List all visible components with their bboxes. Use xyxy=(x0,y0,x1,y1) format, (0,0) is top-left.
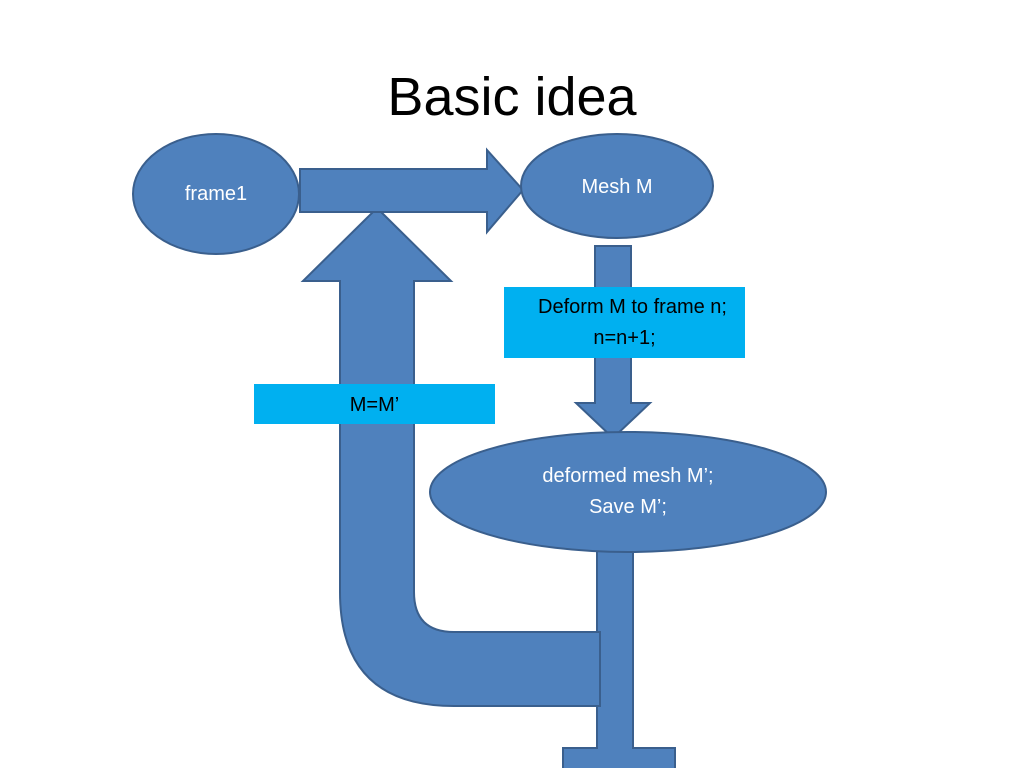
node-frame1-label: frame1 xyxy=(184,182,248,205)
node-mesh-m-label: Mesh M xyxy=(581,175,653,198)
deformed-line-1: deformed mesh M’; xyxy=(542,465,714,487)
arrow-frame1-to-mesh xyxy=(299,147,525,235)
arrow-loop-back xyxy=(300,206,601,707)
node-deformed-mesh xyxy=(429,431,827,553)
node-frame1 xyxy=(132,133,300,255)
label-assign-text: M=M’ xyxy=(349,393,400,416)
arrow-down-exit xyxy=(562,549,676,768)
slide-title: Basic idea xyxy=(387,67,637,127)
label-deform-text: Deform M to frame n; n=n+1; xyxy=(504,291,745,355)
label-box-deform xyxy=(504,287,745,358)
label-box-assign xyxy=(254,384,495,424)
node-mesh-m xyxy=(520,133,714,239)
deform-line-1: Deform M to frame n; xyxy=(538,296,727,318)
deform-line-2: n=n+1; xyxy=(593,327,656,349)
deformed-line-2: Save M’; xyxy=(589,496,667,518)
node-deformed-mesh-label: deformed mesh M’; Save M’; xyxy=(430,460,826,524)
